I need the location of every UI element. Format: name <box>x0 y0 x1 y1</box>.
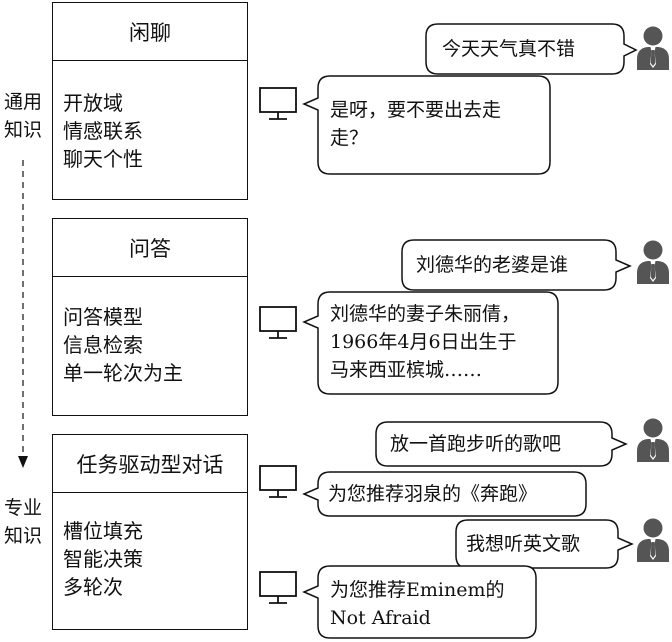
task-user-text-1: 放一首跑步听的歌吧 <box>390 433 562 455</box>
category-items: 开放域 情感联系 聊天个性 <box>63 89 143 173</box>
task-bot-text-2: 为您推荐Eminem的 Not Afraid <box>330 579 505 629</box>
task-user-bubble-2 <box>455 519 634 569</box>
side-label-general: 通用 知识 <box>3 91 42 141</box>
chat-bot-bubble <box>302 75 551 175</box>
user-icon <box>637 418 669 462</box>
category-title: 问答 <box>53 219 247 277</box>
qa-user-text: 刘德华的老婆是谁 <box>416 254 569 276</box>
category-items: 问答模型 信息检索 单一轮次为主 <box>63 303 183 387</box>
category-item: 槽位填充 <box>63 519 143 543</box>
category-item: 多轮次 <box>63 575 123 599</box>
category-item: 信息检索 <box>63 333 143 357</box>
computer-icon <box>259 465 297 498</box>
task-bot-text-1: 为您推荐羽泉的《奔跑》 <box>328 483 538 505</box>
computer-icon <box>259 571 297 604</box>
category-item: 问答模型 <box>63 305 143 329</box>
category-title: 任务驱动型对话 <box>53 435 247 493</box>
task-bot-bubble-1 <box>302 471 587 517</box>
user-icon <box>637 26 669 70</box>
computer-icon <box>259 87 297 120</box>
chat-bot-text: 是呀，要不要出去走 走？ <box>330 99 502 149</box>
category-item: 单一轮次为主 <box>63 361 183 385</box>
task-user-bubble-1 <box>375 421 628 467</box>
qa-bot-text: 刘德华的妻子朱丽倩， 1966年4月6日出生于 马来西亚槟城…… <box>330 303 521 381</box>
user-icon <box>637 240 669 284</box>
computer-icon <box>259 306 297 339</box>
qa-bot-bubble <box>302 291 559 395</box>
category-box-qa: 问答 问答模型 信息检索 单一轮次为主 <box>52 218 248 416</box>
category-item: 智能决策 <box>63 547 143 571</box>
category-items: 槽位填充 智能决策 多轮次 <box>63 517 143 601</box>
qa-user-bubble <box>401 239 632 291</box>
task-bot-bubble-2 <box>302 565 537 639</box>
category-item: 聊天个性 <box>63 147 143 171</box>
side-label-specialized: 专业 知识 <box>3 497 42 547</box>
task-user-text-2: 我想听英文歌 <box>466 533 581 555</box>
knowledge-arrow-head <box>18 456 28 468</box>
category-item: 开放域 <box>63 91 123 115</box>
user-icon <box>637 518 669 562</box>
chat-user-text: 今天天气真不错 <box>442 38 576 60</box>
category-box-task: 任务驱动型对话 槽位填充 智能决策 多轮次 <box>52 434 248 630</box>
chat-user-bubble <box>425 23 638 75</box>
category-item: 情感联系 <box>63 119 143 143</box>
category-title: 闲聊 <box>53 3 247 61</box>
category-box-chitchat: 闲聊 开放域 情感联系 聊天个性 <box>52 2 248 200</box>
